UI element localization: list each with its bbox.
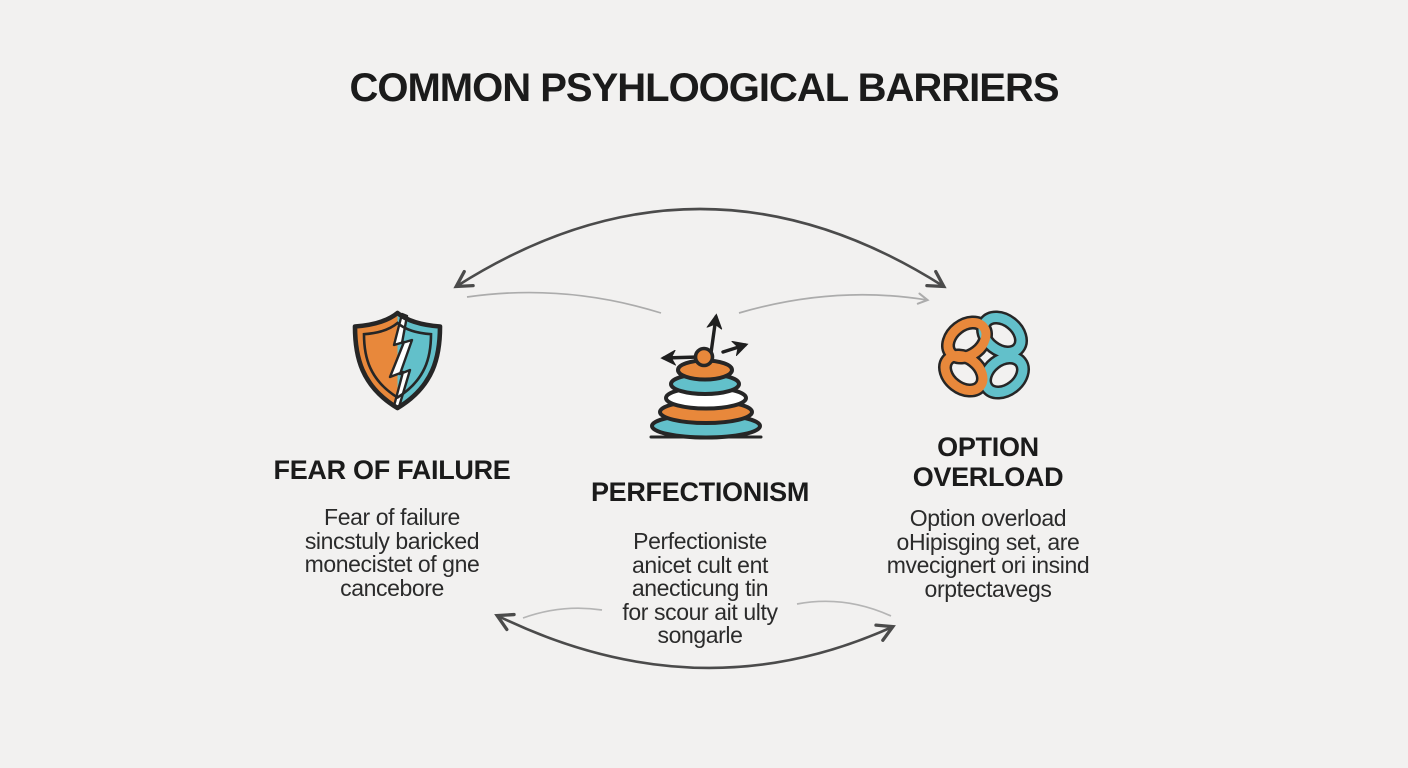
heading-line: PERFECTIONISM xyxy=(590,477,810,507)
top-arc-arrow xyxy=(453,207,947,289)
section-option-overload: OPTION OVERLOAD Option overload oHipisgi… xyxy=(858,432,1118,601)
stacking-rings-icon xyxy=(649,346,763,440)
section-fear-of-failure: FEAR OF FAILURE Fear of failure sincstul… xyxy=(262,455,522,600)
body-line: Option overload xyxy=(909,505,1067,531)
section-body: Perfectioniste anicet cult ent anecticun… xyxy=(570,528,830,648)
section-heading: PERFECTIONISM xyxy=(570,477,830,507)
cracked-shield-icon xyxy=(352,310,443,411)
body-line: sincstuly baricked xyxy=(304,527,480,554)
body-line: mvecignert ori insind xyxy=(886,552,1090,578)
heading-line: FEAR OF FAILURE xyxy=(273,455,511,485)
body-line: monecistet of gne xyxy=(304,551,480,577)
section-perfectionism: PERFECTIONISM Perfectioniste anicet cult… xyxy=(570,477,830,648)
heading-line: OVERLOAD xyxy=(912,462,1064,492)
linked-rings-icon xyxy=(938,310,1030,400)
top-light-curve-left xyxy=(466,291,662,314)
body-line: Perfectioniste xyxy=(633,528,767,554)
body-line: songarle xyxy=(657,622,743,648)
body-line: anicet cult ent xyxy=(632,551,768,578)
body-line: cancebore xyxy=(340,574,444,601)
body-line: for scour ait ulty xyxy=(622,598,778,625)
body-line: orptectavegs xyxy=(924,575,1052,602)
section-heading: OPTION OVERLOAD xyxy=(858,432,1118,492)
page-title: COMMON PSYHLOOGICAL BARRIERS xyxy=(349,66,1059,110)
body-line: Fear of failure xyxy=(324,504,460,530)
body-line: oHipisging set, are xyxy=(896,528,1080,555)
heading-line: OPTION xyxy=(937,432,1039,462)
section-body: Fear of failure sincstuly baricked monec… xyxy=(262,504,522,601)
body-line: anecticung tin xyxy=(631,575,769,601)
section-body: Option overload oHipisging set, are mvec… xyxy=(858,505,1118,602)
section-heading: FEAR OF FAILURE xyxy=(262,455,522,485)
